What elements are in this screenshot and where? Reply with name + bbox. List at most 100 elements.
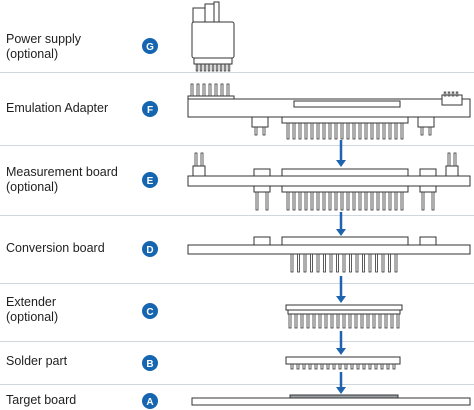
pin: [292, 191, 296, 211]
pin: [308, 363, 312, 370]
arrow-down: [336, 140, 346, 167]
label-emulation-adapter: Emulation Adapter: [6, 101, 108, 116]
pin: [190, 83, 194, 97]
pin: [214, 83, 218, 97]
pin: [388, 191, 392, 211]
emulation-adapter-graphic: [187, 83, 471, 140]
tb-board: [191, 397, 471, 406]
pin: [400, 191, 404, 211]
pin: [292, 122, 296, 140]
pin: [207, 63, 211, 72]
ps-pins: [195, 63, 231, 72]
pin: [455, 91, 459, 97]
pin: [286, 191, 290, 211]
mb-left-post: [253, 185, 271, 193]
pin: [306, 313, 310, 329]
pin: [202, 83, 206, 97]
pin: [310, 191, 314, 211]
pin: [223, 63, 227, 72]
ps-base: [193, 57, 233, 65]
pin: [368, 363, 372, 370]
pin: [294, 313, 298, 329]
pin: [370, 191, 374, 211]
separator: [0, 72, 474, 73]
pin: [380, 363, 384, 370]
pin: [316, 122, 320, 140]
badge-c: C: [142, 303, 158, 319]
pin: [265, 191, 269, 211]
pin: [334, 122, 338, 140]
pin: [298, 191, 302, 211]
ext-body: [287, 309, 401, 315]
sp-body: [285, 356, 401, 365]
pin: [431, 191, 435, 211]
pin: [303, 253, 307, 273]
badge-circle: [142, 303, 158, 319]
pin: [288, 313, 292, 329]
pin: [324, 313, 328, 329]
pin: [208, 83, 212, 97]
label-target-board: Target board: [6, 393, 76, 408]
ea-header-base: [187, 95, 235, 100]
pin: [348, 313, 352, 329]
badge-letter: D: [146, 245, 153, 256]
ea-small-pins: [443, 91, 459, 97]
tb-pads: [289, 394, 399, 399]
pin: [330, 313, 334, 329]
ea-left-post: [251, 116, 269, 128]
pin: [304, 191, 308, 211]
pin: [196, 83, 200, 97]
pin: [211, 63, 215, 72]
pin: [370, 122, 374, 140]
pin: [382, 191, 386, 211]
pin: [297, 253, 300, 273]
pin: [376, 122, 380, 140]
pin: [322, 191, 326, 211]
separator: [0, 145, 474, 146]
label-extender: Extender (optional): [6, 295, 58, 325]
pin: [362, 253, 365, 273]
mb-right-header: [445, 165, 459, 177]
pin: [320, 363, 324, 370]
pin: [428, 126, 432, 136]
sp-pins: [290, 363, 396, 370]
cb-top-socket: [281, 236, 409, 246]
pin: [316, 191, 320, 211]
separator: [0, 283, 474, 284]
pin: [400, 122, 404, 140]
label-line: Target board: [6, 393, 77, 407]
pin: [376, 191, 380, 211]
pin: [396, 313, 400, 329]
pin: [364, 122, 368, 140]
pin: [322, 122, 326, 140]
ea-socket: [281, 116, 409, 124]
badge-letter: C: [146, 307, 153, 318]
pin: [390, 313, 394, 329]
pin: [388, 253, 391, 273]
pin: [290, 363, 294, 370]
pin: [344, 363, 348, 370]
badge-letter: B: [146, 359, 153, 370]
mb-under-pins: [255, 191, 435, 211]
pin: [352, 122, 356, 140]
label-conversion-board: Conversion board: [6, 241, 105, 256]
pin: [358, 191, 362, 211]
conversion-board-graphic: [187, 236, 471, 273]
pin: [372, 313, 376, 329]
label-line: Extender: [6, 295, 57, 309]
ext-pins: [288, 313, 400, 329]
label-line: Power supply: [6, 32, 82, 46]
separator: [0, 384, 474, 385]
pin: [447, 152, 451, 167]
badge-circle: [142, 172, 158, 188]
badge-circle: [142, 38, 158, 54]
arrow-down: [336, 212, 346, 236]
pin: [346, 122, 350, 140]
pin: [364, 191, 368, 211]
badge-circle: [142, 355, 158, 371]
badge-letter: A: [146, 397, 153, 408]
pin: [326, 363, 330, 370]
badge-g: G: [142, 38, 158, 54]
pin: [355, 253, 359, 273]
